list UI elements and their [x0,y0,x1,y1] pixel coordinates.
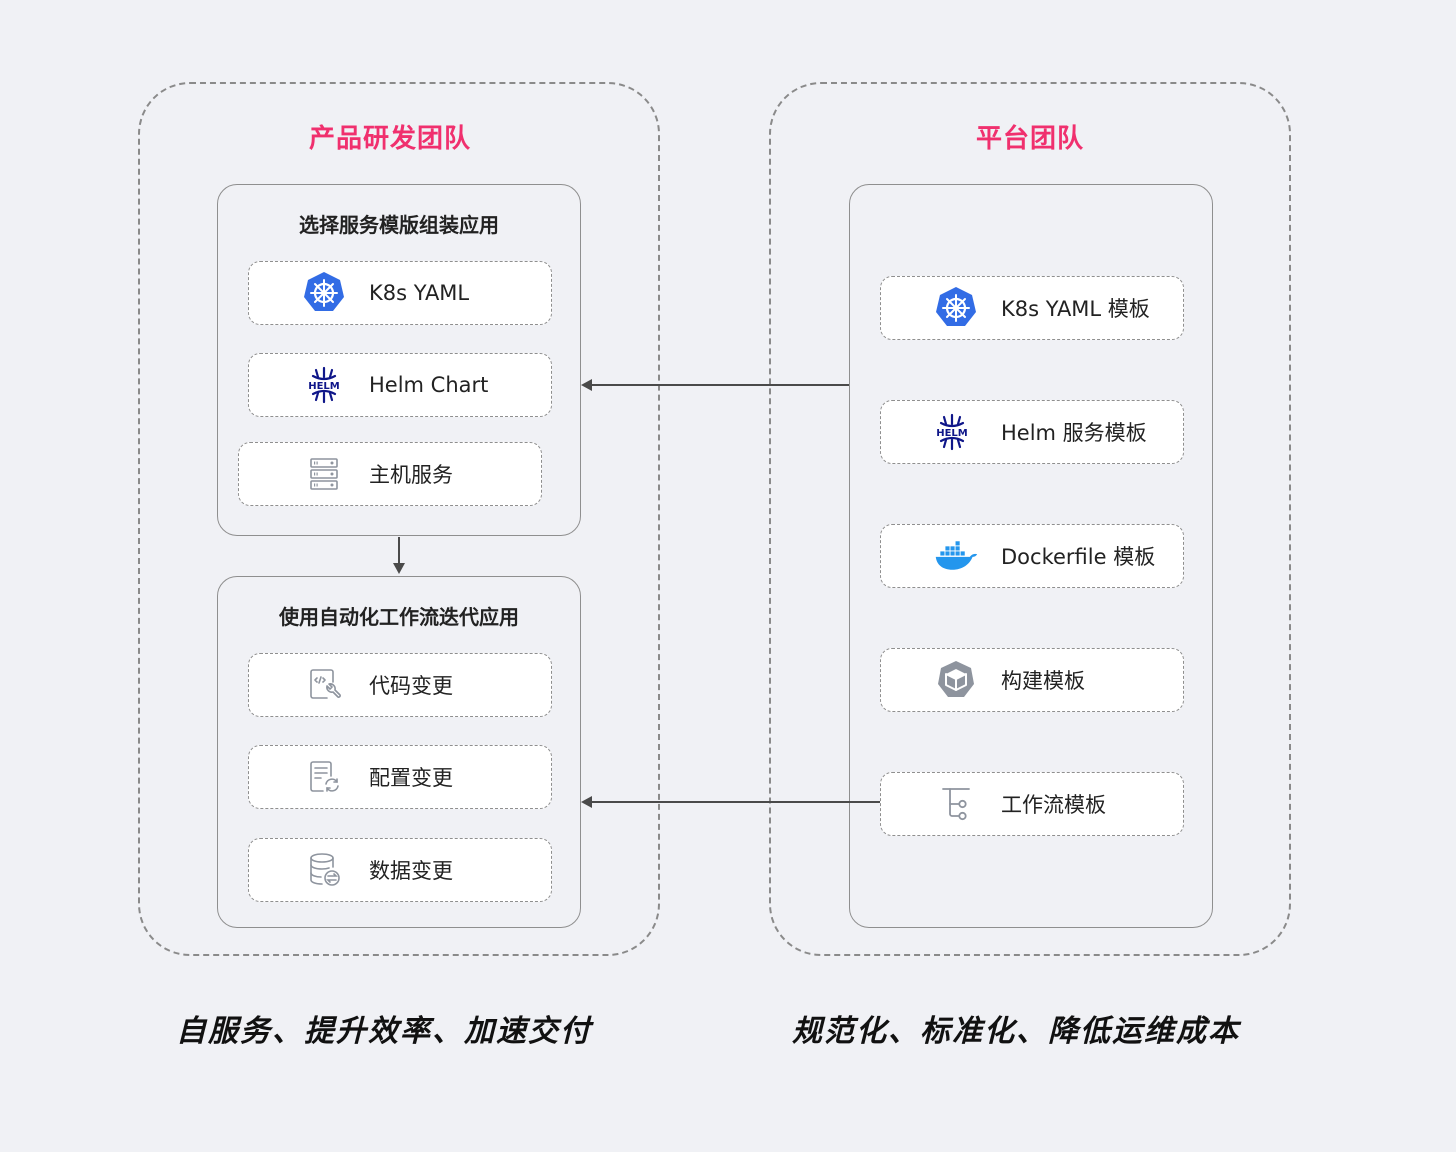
platform-team-title: 平台团队 [975,124,1084,154]
item-label: Helm 服务模板 [1001,421,1147,445]
item-k8s-yaml[interactable]: K8s YAML [248,261,552,325]
helm-icon: HELM [929,409,975,455]
item-data-change[interactable]: 数据变更 [248,838,552,902]
server-icon [301,451,347,497]
item-label: 工作流模板 [1001,793,1106,817]
data-change-icon [301,847,347,893]
item-label: 配置变更 [369,766,453,790]
item-label: 构建模板 [1001,669,1085,693]
svg-text:HELM: HELM [936,428,968,439]
item-dockerfile-template[interactable]: Dockerfile 模板 [880,524,1184,588]
kubernetes-icon [933,285,979,331]
item-k8s-yaml-template[interactable]: K8s YAML 模板 [880,276,1184,340]
assemble-app-card-title: 选择服务模版组装应用 [299,213,499,237]
assemble-app-card: 选择服务模版组装应用 K8s YAML HELM [217,184,581,536]
build-cube-icon [933,657,979,703]
item-config-change[interactable]: 配置变更 [248,745,552,809]
workflow-iterate-card: 使用自动化工作流迭代应用 代码变更 配置 [217,576,581,928]
item-code-change[interactable]: 代码变更 [248,653,552,717]
docker-icon [933,533,979,579]
item-helm-template[interactable]: HELM Helm 服务模板 [880,400,1184,464]
platform-team-caption: 规范化、标准化、降低运维成本 [792,1014,1240,1049]
item-label: 代码变更 [369,674,453,698]
item-label: 数据变更 [369,859,453,883]
code-change-icon [301,662,347,708]
kubernetes-icon [301,270,347,316]
item-workflow-template[interactable]: 工作流模板 [880,772,1184,836]
arrowhead-left-1 [581,379,592,391]
arrowhead-down [393,563,405,574]
item-label: Dockerfile 模板 [1001,545,1156,569]
item-host-service[interactable]: 主机服务 [238,442,542,506]
workflow-iterate-card-title: 使用自动化工作流迭代应用 [279,605,519,629]
item-build-template[interactable]: 构建模板 [880,648,1184,712]
config-change-icon [301,754,347,800]
platform-team-container [769,82,1291,956]
svg-text:HELM: HELM [308,381,340,392]
product-team-container [138,82,660,956]
helm-icon: HELM [301,362,347,408]
product-team-title: 产品研发团队 [308,124,471,154]
arrowhead-left-2 [581,796,592,808]
item-label: K8s YAML [369,281,470,305]
product-team-caption: 自服务、提升效率、加速交付 [176,1014,592,1049]
item-helm-chart[interactable]: HELM Helm Chart [248,353,552,417]
item-label: Helm Chart [369,373,489,397]
workflow-icon [933,781,979,827]
platform-templates-card: K8s YAML 模板 HELM Helm 服务模板 [849,184,1213,928]
item-label: K8s YAML 模板 [1001,297,1150,321]
item-label: 主机服务 [369,463,453,487]
